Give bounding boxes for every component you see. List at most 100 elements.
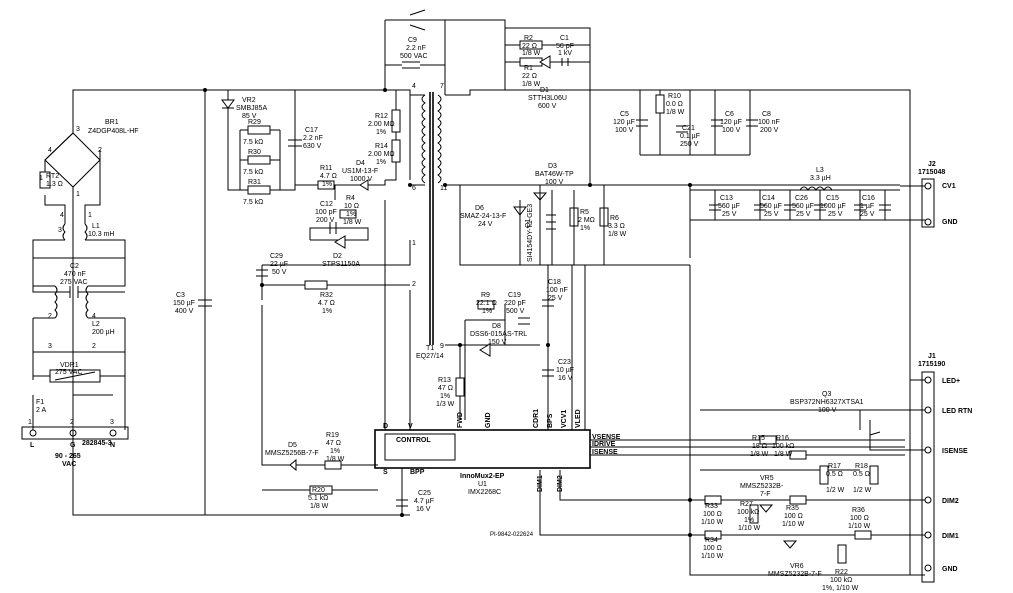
r16-ref: R16 bbox=[776, 435, 789, 442]
r34-value: 100 Ω bbox=[703, 545, 722, 552]
j3-ref: 282845-3 bbox=[82, 440, 112, 447]
r2-power: 1/8 W bbox=[522, 50, 541, 57]
r9-ref: R9 bbox=[481, 292, 490, 299]
l2-pin-4: 4 bbox=[92, 313, 96, 320]
labels: 282845-3 L G N 90 - 265 VAC F1 2 A VDR1 … bbox=[28, 35, 972, 592]
l2-pin-1: 2 bbox=[92, 343, 96, 350]
c2-rating: 275 VAC bbox=[60, 279, 88, 286]
br1-pin-2: 4 bbox=[48, 147, 52, 154]
d5-part: MMSZ5256B-7-F bbox=[265, 450, 319, 457]
r33-power: 1/10 W bbox=[701, 519, 724, 526]
l1-ref: L1 bbox=[92, 223, 100, 230]
u1-pin-dim1: DIM1 bbox=[537, 475, 544, 492]
vr6-part: MMSZ5232B-7-F bbox=[768, 571, 822, 578]
l2-ref: L2 bbox=[92, 321, 100, 328]
c12-value: 100 pF bbox=[315, 209, 337, 216]
q1-ref: Q1 bbox=[525, 219, 532, 228]
l1-pin-4: 4 bbox=[60, 212, 64, 219]
u1-pin-s: S bbox=[383, 469, 388, 476]
r35-value: 100 Ω bbox=[784, 513, 803, 520]
c21-value: 0.1 µF bbox=[680, 133, 700, 140]
ac-input-unit: VAC bbox=[62, 461, 76, 468]
j1-connector-body bbox=[921, 371, 935, 583]
r20-value: 5.1 kΩ bbox=[308, 495, 328, 502]
j3-pin-l-label: L bbox=[30, 442, 35, 449]
t1-pin-9: 9 bbox=[440, 343, 444, 350]
d4-rating: 1000 V bbox=[350, 176, 373, 183]
l2-value: 200 µH bbox=[92, 329, 115, 336]
l3-ref: L3 bbox=[816, 167, 824, 174]
r36-power: 1/10 W bbox=[848, 523, 871, 530]
u1-pin-d: D bbox=[383, 423, 388, 430]
c15-rating: 25 V bbox=[828, 211, 843, 218]
u1-pin-vled: VLED bbox=[575, 409, 582, 428]
r34-power: 1/10 W bbox=[701, 553, 724, 560]
c3-value: 150 µF bbox=[173, 300, 195, 307]
u1-pin-bps: BPS bbox=[547, 413, 554, 428]
c14-rating: 25 V bbox=[764, 211, 779, 218]
c18-ref: C18 bbox=[548, 279, 561, 286]
c14-ref: C14 bbox=[762, 195, 775, 202]
r11-tol: 1% bbox=[322, 181, 332, 188]
r20-power: 1/8 W bbox=[310, 503, 329, 510]
r17-ref: R17 bbox=[828, 463, 841, 470]
d8-rating: 150 V bbox=[488, 339, 507, 346]
vr6-ref: VR6 bbox=[790, 563, 804, 570]
c25-ref: C25 bbox=[418, 490, 431, 497]
r19-power: 1/8 W bbox=[326, 456, 345, 463]
c12-ref: C12 bbox=[320, 201, 333, 208]
r19-tol: 1% bbox=[330, 448, 340, 455]
r30-value: 7.5 kΩ bbox=[243, 169, 263, 176]
c9-value: 2.2 nF bbox=[406, 45, 426, 52]
c5-rating: 100 V bbox=[615, 127, 634, 134]
c6-value: 120 µF bbox=[720, 119, 742, 126]
c26-rating: 25 V bbox=[796, 211, 811, 218]
c1-ref: C1 bbox=[560, 35, 569, 42]
r6-ref: R6 bbox=[610, 215, 619, 222]
c23-rating: 16 V bbox=[558, 375, 573, 382]
u1-pin-bpp: BPP bbox=[410, 469, 425, 476]
j1-pin-led-plus: LED+ bbox=[942, 378, 960, 385]
br1-ref: BR1 bbox=[105, 119, 119, 126]
c18-value: 100 nF bbox=[546, 287, 568, 294]
j1-pin-isense: ISENSE bbox=[942, 448, 968, 455]
u1-pin-cdr1: CDR1 bbox=[533, 409, 540, 428]
r29-ref: R29 bbox=[248, 119, 261, 126]
r4-value: 10 Ω bbox=[344, 203, 359, 210]
c26-value: 560 µF bbox=[792, 203, 814, 210]
r33-ref: R33 bbox=[705, 503, 718, 510]
u1-pin-dim2: DIM2 bbox=[557, 475, 564, 492]
r16-value: 100 kΩ bbox=[772, 443, 794, 450]
r4-power: 1/8 W bbox=[343, 219, 362, 226]
q3-rating: 100 V bbox=[818, 407, 837, 414]
c15-value: 1000 µF bbox=[820, 203, 846, 210]
drawing-number: PI-9842-022624 bbox=[490, 532, 534, 538]
t1-ref: T1 bbox=[426, 345, 434, 352]
r31-value: 7.5 kΩ bbox=[243, 199, 263, 206]
c5-value: 120 µF bbox=[613, 119, 635, 126]
c16-rating: 25 V bbox=[860, 211, 875, 218]
wiring bbox=[21, 9, 935, 583]
r16-power: 1/8 W bbox=[774, 451, 793, 458]
d6-part: SMAZ-24-13-F bbox=[460, 213, 506, 220]
c9-rating: 500 VAC bbox=[400, 53, 428, 60]
d6-rating: 24 V bbox=[478, 221, 493, 228]
c13-ref: C13 bbox=[720, 195, 733, 202]
br1-pin-3: 2 bbox=[98, 147, 102, 154]
c17-ref: C17 bbox=[305, 127, 318, 134]
r15-value: 18 Ω bbox=[752, 443, 767, 450]
t1-pin-6: 6 bbox=[412, 185, 416, 192]
r10-ref: R10 bbox=[668, 93, 681, 100]
u1-ref: U1 bbox=[478, 481, 487, 488]
j1-part: 1715190 bbox=[918, 361, 945, 368]
r10-power: 1/8 W bbox=[666, 109, 685, 116]
j2-pin-cv1: CV1 bbox=[942, 183, 956, 190]
j1-pin-dim1: DIM1 bbox=[942, 533, 959, 540]
r4-ref: R4 bbox=[346, 195, 355, 202]
vr5-ref: VR5 bbox=[760, 475, 774, 482]
j3-pin-num-2: 2 bbox=[70, 419, 74, 426]
r17-value: 0.5 Ω bbox=[826, 471, 843, 478]
vr2-ref: VR2 bbox=[242, 97, 256, 104]
u1-pin-fwd: FWD bbox=[457, 412, 464, 428]
f1-ref: F1 bbox=[36, 399, 44, 406]
